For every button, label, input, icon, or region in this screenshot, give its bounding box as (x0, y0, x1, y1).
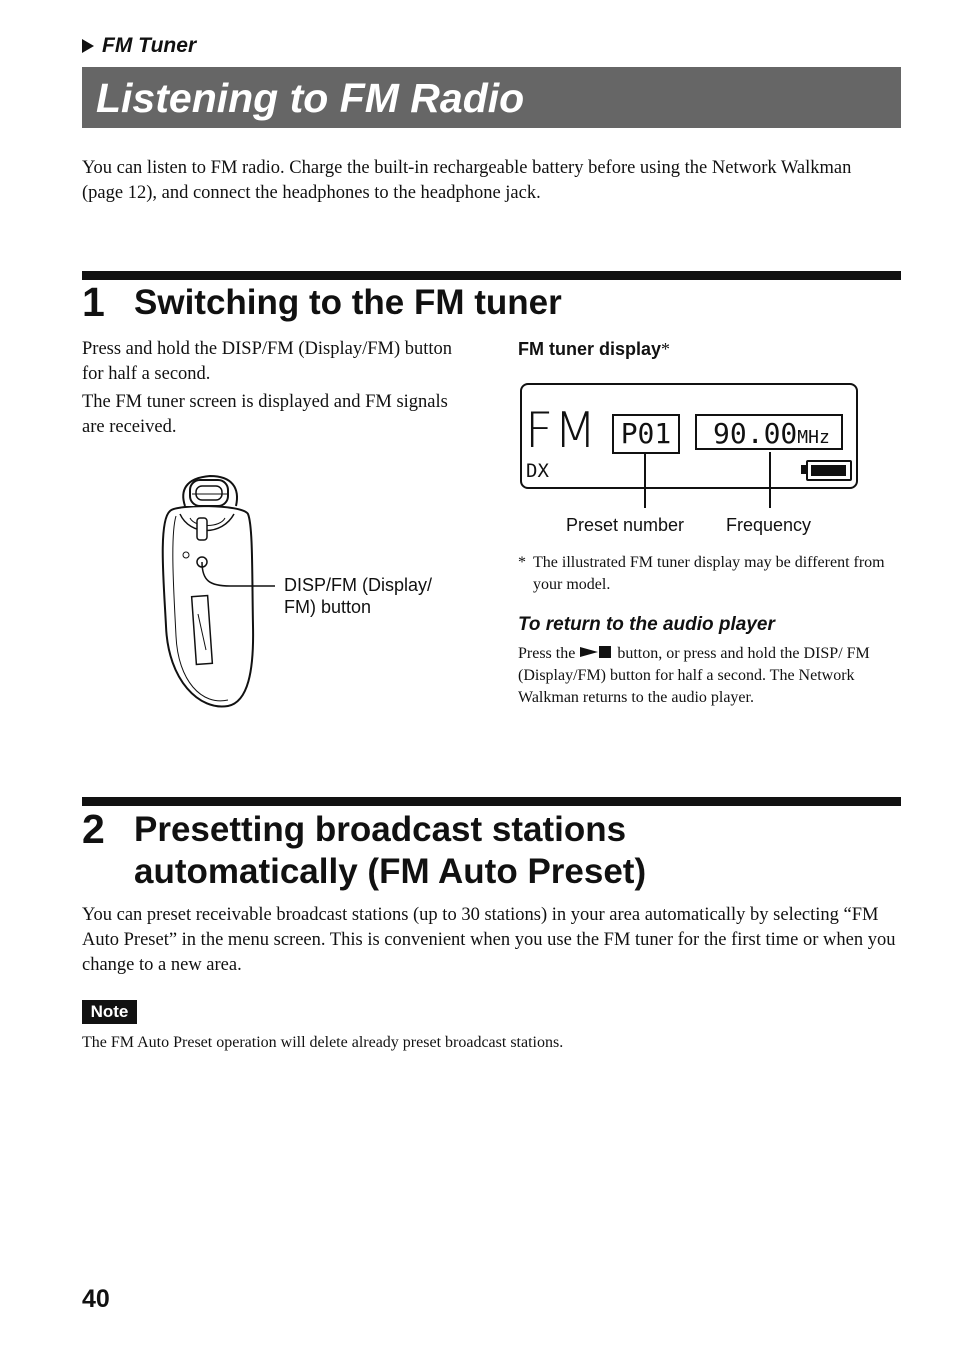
section-1-para-2: The FM tuner screen is displayed and FM … (82, 392, 448, 437)
fm-display-heading: FM tuner display* (518, 339, 670, 360)
lcd-preset-number: P01 (612, 414, 680, 454)
section-2-title-line-2: automatically (FM Auto Preset) (134, 852, 647, 891)
lcd-frequency-value: 90.00 (713, 417, 798, 450)
footnote-text: The illustrated FM tuner display may be … (533, 554, 885, 593)
footnote-mark: * (518, 554, 526, 571)
lcd-frequency-unit: MHz (797, 427, 830, 448)
triangle-right-icon (82, 39, 94, 53)
page-number: 40 (82, 1285, 110, 1313)
lcd-callout-lines (644, 452, 771, 508)
walkman-device-illustration (161, 474, 275, 708)
fm-display-heading-text: FM tuner display (518, 339, 662, 359)
breadcrumb: FM Tuner (82, 34, 196, 58)
page-title: Listening to FM Radio (96, 75, 525, 121)
battery-icon (806, 460, 852, 481)
battery-icon-fill (811, 465, 846, 476)
fm-display-heading-mark: * (661, 339, 671, 359)
section-1-title: Switching to the FM tuner (134, 283, 562, 322)
note-badge: Note (82, 1000, 137, 1024)
breadcrumb-label: FM Tuner (102, 34, 197, 57)
section-2-paragraph: You can preset receivable broadcast stat… (82, 905, 896, 975)
lcd-reception-indicator: DX (526, 460, 549, 482)
section-1-rule (82, 271, 901, 280)
return-text-before: Press the (518, 645, 576, 662)
section-1-para-1: Press and hold the DISP/FM (Display/FM) … (82, 339, 453, 384)
lcd-mode: FM (525, 402, 598, 459)
section-1-number: 1 (82, 279, 105, 325)
return-paragraph: Press the button, or press and hold the … (518, 643, 900, 709)
section-2-rule (82, 797, 901, 806)
return-heading: To return to the audio player (518, 614, 775, 635)
preset-number-label: Preset number (566, 515, 685, 535)
return-text-after: button, or press and hold the DISP/ FM (… (518, 645, 870, 706)
section-2-number: 2 (82, 806, 105, 852)
note-text: The FM Auto Preset operation will delete… (82, 1034, 564, 1051)
section-2-title-line-1: Presetting broadcast stations (134, 810, 627, 849)
play-stop-icon (580, 646, 612, 658)
disp-fm-callout-line-1: DISP/FM (Display/ (284, 575, 433, 595)
disp-fm-button-callout: DISP/FM (Display/ FM) button (284, 574, 432, 618)
battery-icon-nub (801, 465, 806, 474)
section-2-title: Presetting broadcast stations automatica… (134, 809, 646, 893)
intro-paragraph: You can listen to FM radio. Charge the b… (82, 158, 852, 203)
disp-fm-callout-line-2: FM) button (284, 597, 372, 617)
title-bar (82, 67, 901, 128)
lcd-frequency: 90.00MHz (695, 414, 843, 450)
frequency-label: Frequency (726, 515, 812, 535)
